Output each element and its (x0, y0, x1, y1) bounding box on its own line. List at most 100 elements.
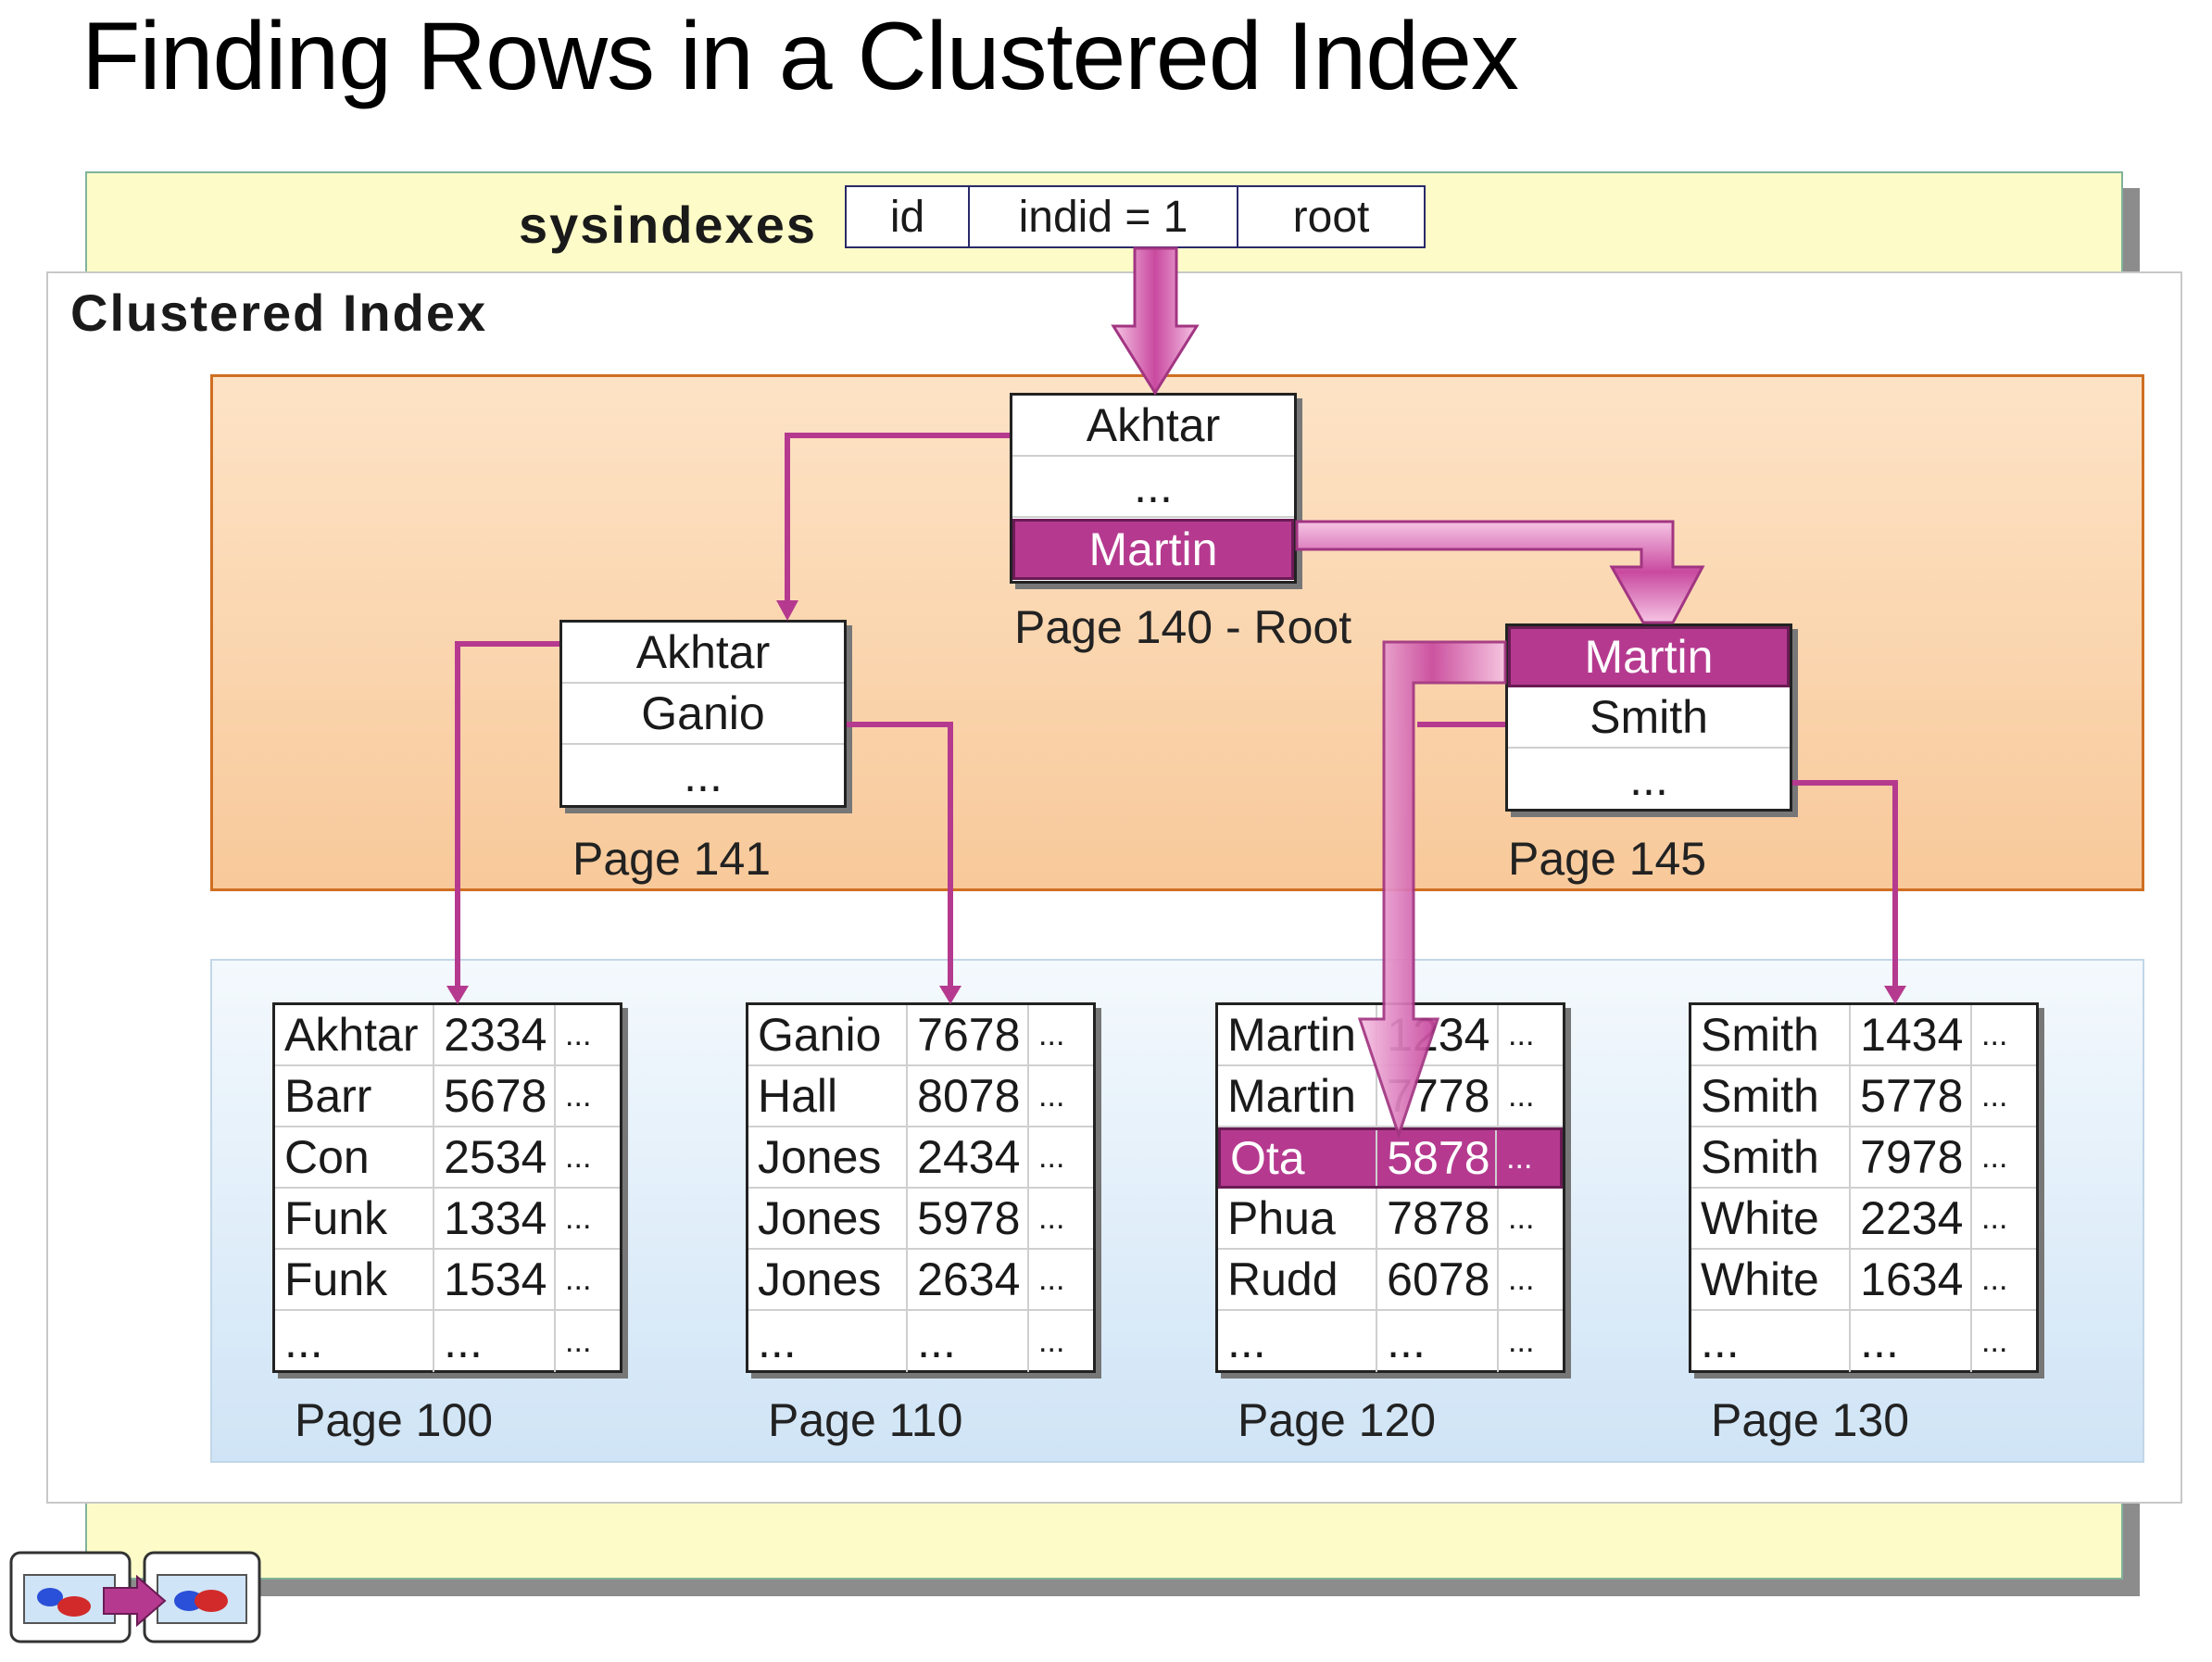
cell-name: Con (275, 1127, 435, 1187)
cell-name: ... (1691, 1311, 1852, 1372)
cell-value: ... (1377, 1311, 1500, 1372)
cell-more: ... (1981, 1261, 2008, 1297)
cell-more: ... (1038, 1077, 1065, 1114)
page-141-caption: Page 141 (572, 833, 772, 885)
cell-name: Smith (1691, 1066, 1852, 1126)
cell-value: 7678 (908, 1005, 1030, 1064)
cell-more: ... (1508, 1016, 1535, 1052)
cell-more: ... (565, 1016, 592, 1052)
root-row-martin-highlighted: Martin (1012, 519, 1294, 580)
root-row-akhtar: Akhtar (1012, 396, 1294, 457)
table-row: ......... (1218, 1311, 1563, 1372)
clustered-index-label: Clustered Index (70, 283, 488, 342)
cell-value: 7978 (1851, 1127, 1973, 1187)
intermediate-page-145-box: Martin Smith ... (1505, 623, 1792, 812)
root-page-box: Akhtar ... Martin (1010, 393, 1297, 584)
connector-page-141-to-page-100 (455, 641, 559, 988)
arrowhead-root-to-page-141 (776, 600, 798, 621)
cell-more: ... (1981, 1139, 2008, 1175)
slide-navigation-icon[interactable] (7, 1549, 263, 1645)
cell-name: ... (1218, 1311, 1378, 1372)
cell-value: 2534 (434, 1127, 557, 1187)
root-pointer-arrow (1111, 246, 1200, 396)
search-path-page-145-to-page-120 (1357, 640, 1507, 1139)
cell-more: ... (1038, 1323, 1065, 1359)
cell-name: Martin (1218, 1005, 1378, 1064)
cell-name: White (1691, 1250, 1852, 1309)
page-145-row-ellipsis: ... (1629, 753, 1668, 805)
cell-more: ... (1508, 1323, 1535, 1359)
root-row-ellipsis: ... (1012, 457, 1294, 518)
sysindexes-id-cell: id (847, 187, 970, 246)
cell-value: 2434 (908, 1127, 1030, 1187)
cell-name: Rudd (1218, 1250, 1378, 1309)
cell-name: Smith (1691, 1005, 1852, 1064)
search-path-root-to-page-145 (1295, 520, 1705, 624)
cell-more: ... (565, 1261, 592, 1297)
leaf-page-0-caption: Page 100 (295, 1394, 494, 1446)
connector-page-141-to-page-110 (847, 722, 953, 988)
cell-value: 1534 (434, 1250, 557, 1309)
cell-name: ... (748, 1311, 909, 1372)
cell-more: ... (565, 1139, 592, 1175)
cell-more: ... (1038, 1016, 1065, 1052)
sysindexes-label: sysindexes (519, 195, 817, 254)
page-145-row-martin-highlighted: Martin (1508, 626, 1790, 687)
cell-name: ... (275, 1311, 435, 1372)
cell-value: 1334 (434, 1189, 557, 1248)
intermediate-page-141-box: Akhtar Ganio ... (559, 620, 847, 808)
cell-more: ... (565, 1323, 592, 1359)
cell-name: Ota (1221, 1130, 1378, 1186)
cell-more: ... (1506, 1139, 1533, 1176)
cell-name: Hall (748, 1066, 909, 1126)
page-141-row-ganio: Ganio (562, 684, 844, 745)
root-page-caption: Page 140 - Root (1014, 601, 1352, 653)
cell-value: 2634 (908, 1250, 1030, 1309)
cell-name: Jones (748, 1250, 909, 1309)
cell-value: 1434 (1851, 1005, 1973, 1064)
leaf-page-1-caption: Page 110 (768, 1394, 963, 1446)
cell-name: Funk (275, 1189, 435, 1248)
cell-value: ... (434, 1311, 557, 1372)
cell-name: Jones (748, 1189, 909, 1248)
cell-more: ... (565, 1200, 592, 1236)
table-row: ......... (748, 1311, 1093, 1372)
cell-value: 2334 (434, 1005, 557, 1064)
cell-more: ... (565, 1077, 592, 1114)
cell-name: Martin (1218, 1066, 1378, 1126)
cell-name: Smith (1691, 1127, 1852, 1187)
cell-value: 5878 (1377, 1130, 1498, 1186)
cell-more: ... (1038, 1261, 1065, 1297)
page-title: Finding Rows in a Clustered Index (82, 3, 1519, 110)
cell-name: Akhtar (275, 1005, 435, 1064)
table-row: ......... (275, 1311, 620, 1372)
cell-value: 6078 (1377, 1250, 1500, 1309)
cell-value: 1634 (1851, 1250, 1973, 1309)
arrowhead-page-141-to-page-110 (939, 986, 961, 1004)
cell-value: 5778 (1851, 1066, 1973, 1126)
cell-value: 5978 (908, 1189, 1030, 1248)
cell-more: ... (1508, 1261, 1535, 1297)
leaf-page-2-caption: Page 120 (1238, 1394, 1437, 1446)
cell-more: ... (1508, 1200, 1535, 1236)
cell-value: 7878 (1377, 1189, 1500, 1248)
cell-name: White (1691, 1189, 1852, 1248)
